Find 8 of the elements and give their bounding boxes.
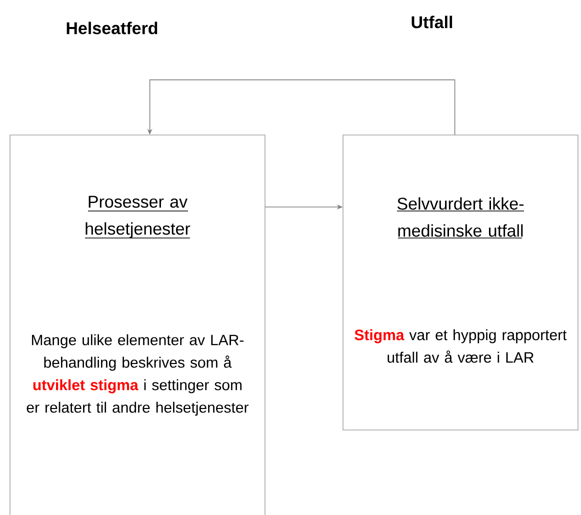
- process-box: [10, 134, 266, 515]
- column-heading: Utfall: [412, 16, 452, 28]
- box-heading: Prosesser av helsetjenester: [84, 196, 190, 238]
- box-heading: Selvvurdert ikke-medisinske utfall: [396, 197, 524, 238]
- process-box: [342, 134, 578, 430]
- box-text: Mange ulike elementer av LAR-behandling beskrives som å utviklet stigma i settinger som er relatert til andre helsetjenester: [26, 334, 248, 416]
- column-heading: Helseatferd: [66, 22, 158, 34]
- box-text: Stigma var et hyppig rapportert utfall av å være i LAR: [354, 329, 567, 363]
